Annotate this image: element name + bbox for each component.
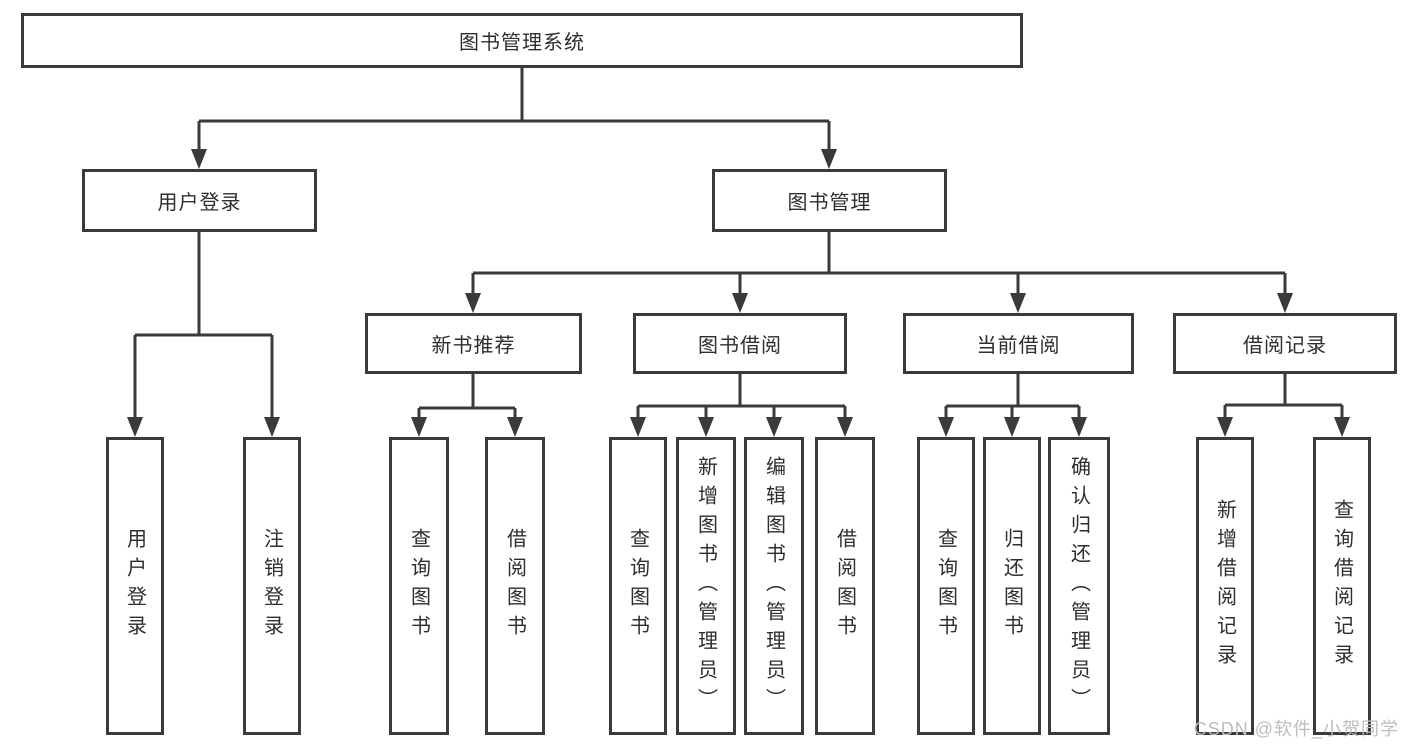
leaf-add-borrow-record: 新增借阅记录 xyxy=(1196,437,1254,735)
node-borrowing-records: 借阅记录 xyxy=(1173,313,1397,374)
leaf-logout-label: 注销登录 xyxy=(260,528,283,644)
node-new-book-recommend: 新书推荐 xyxy=(365,313,582,374)
leaf-query-books-recommend: 查询图书 xyxy=(389,437,449,735)
leaf-edit-books-admin-label: 编辑图书（管理员） xyxy=(762,455,785,717)
leaf-edit-books-admin: 编辑图书（管理员） xyxy=(744,437,804,735)
leaf-borrow-books-label: 借阅图书 xyxy=(833,528,856,644)
node-book-borrowing: 图书借阅 xyxy=(633,313,847,374)
node-user-login-label: 用户登录 xyxy=(157,192,242,214)
leaf-query-books-borrowing-label: 查询图书 xyxy=(626,528,649,644)
node-book-management-label: 图书管理 xyxy=(787,192,872,214)
node-new-book-recommend-label: 新书推荐 xyxy=(431,335,516,357)
leaf-query-books-current-label: 查询图书 xyxy=(934,528,957,644)
leaf-add-borrow-record-label: 新增借阅记录 xyxy=(1213,499,1236,673)
csdn-watermark: CSDN @软件_小贺同学 xyxy=(1193,719,1399,739)
node-root-label: 图书管理系统 xyxy=(459,32,585,54)
node-borrowing-records-label: 借阅记录 xyxy=(1243,335,1327,357)
leaf-query-borrow-record-label: 查询借阅记录 xyxy=(1330,499,1353,673)
leaf-return-books: 归还图书 xyxy=(983,437,1041,735)
leaf-add-books-admin-label: 新增图书（管理员） xyxy=(694,455,717,717)
leaf-borrow-books: 借阅图书 xyxy=(815,437,875,735)
leaf-confirm-return-admin: 确认归还（管理员） xyxy=(1048,437,1110,735)
leaf-add-books-admin: 新增图书（管理员） xyxy=(676,437,736,735)
leaf-confirm-return-admin-label: 确认归还（管理员） xyxy=(1067,455,1090,717)
leaf-query-books-recommend-label: 查询图书 xyxy=(407,528,430,644)
node-current-borrowing-label: 当前借阅 xyxy=(976,335,1061,357)
leaf-user-login: 用户登录 xyxy=(106,437,164,735)
leaf-return-books-label: 归还图书 xyxy=(1000,528,1023,644)
leaf-query-borrow-record: 查询借阅记录 xyxy=(1313,437,1371,735)
leaf-query-books-current: 查询图书 xyxy=(917,437,975,735)
node-current-borrowing: 当前借阅 xyxy=(903,313,1134,374)
arrowheads xyxy=(127,149,1350,437)
leaf-user-login-label: 用户登录 xyxy=(123,528,146,644)
node-book-borrowing-label: 图书借阅 xyxy=(698,335,782,357)
leaf-logout: 注销登录 xyxy=(243,437,301,735)
node-root-system: 图书管理系统 xyxy=(21,13,1023,68)
leaf-query-books-borrowing: 查询图书 xyxy=(609,437,667,735)
node-book-management: 图书管理 xyxy=(712,169,947,232)
leaf-borrow-books-recommend: 借阅图书 xyxy=(485,437,545,735)
leaf-borrow-books-recommend-label: 借阅图书 xyxy=(503,528,526,644)
node-user-login: 用户登录 xyxy=(82,169,317,232)
